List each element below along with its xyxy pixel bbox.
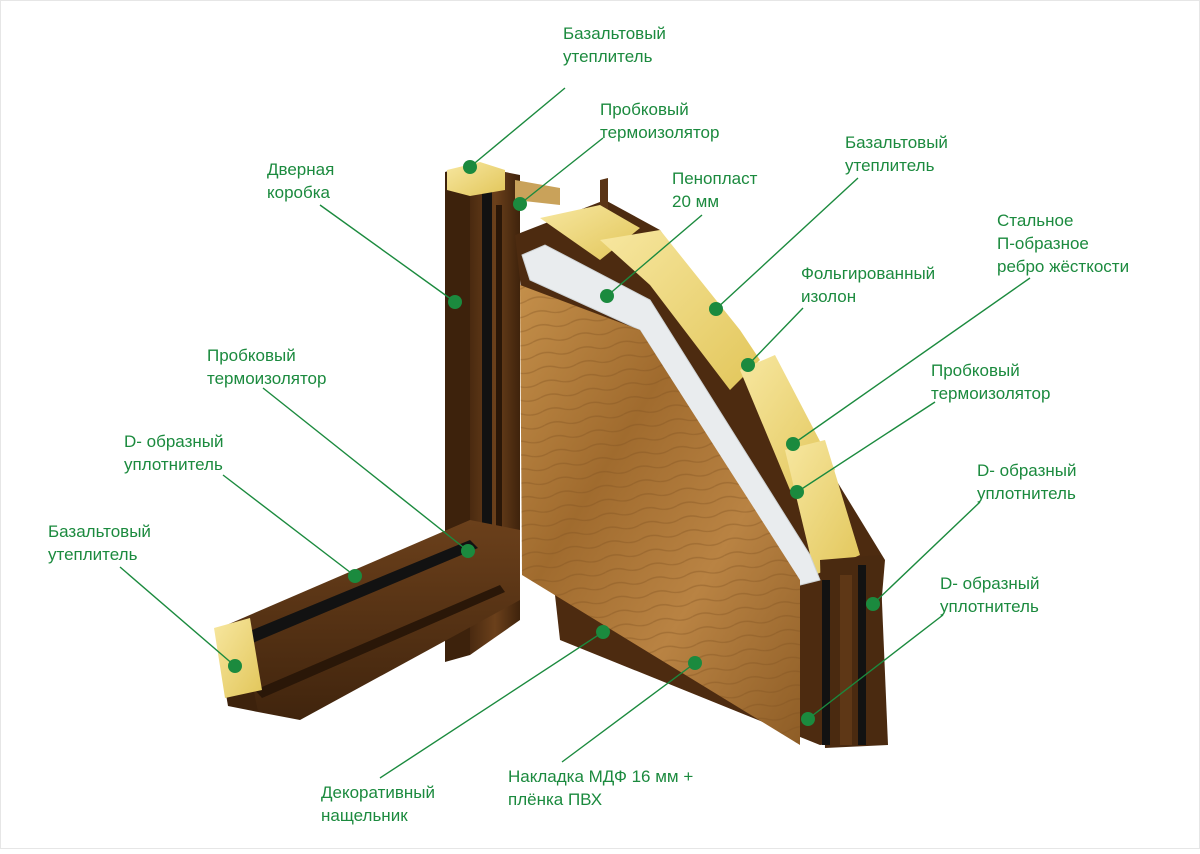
callout-label-foil-izolon: Фольгированный изолон	[801, 262, 935, 308]
callout-label-line: нащельник	[321, 806, 408, 825]
callout-label-line: термоизолятор	[600, 123, 720, 142]
leader-line-basalt-top	[469, 87, 566, 168]
callout-dot-d-seal-left	[348, 569, 362, 583]
callout-label-line: Базальтовый	[563, 24, 666, 43]
callout-label-line: Дверная	[267, 160, 335, 179]
frame-top-insulation	[447, 162, 505, 196]
callout-label-line: 20 мм	[672, 192, 720, 211]
callout-dot-trim	[596, 625, 610, 639]
callout-label-line: D- образный	[977, 461, 1077, 480]
callout-label-line: утеплитель	[48, 545, 138, 564]
callout-label-d-seal-left: D- образный уплотнитель	[124, 430, 223, 476]
callout-dot-steel-rib	[786, 437, 800, 451]
leader-line-door-frame	[319, 204, 456, 303]
callout-label-line: Накладка МДФ 16 мм +	[508, 767, 694, 786]
leaf-insulation-main	[600, 230, 760, 390]
callout-label-cork-right: Пробковый термоизолятор	[931, 359, 1050, 405]
callout-label-cork-left: Пробковый термоизолятор	[207, 344, 326, 390]
callout-dot-basalt-right	[709, 302, 723, 316]
callout-label-line: утеплитель	[845, 156, 935, 175]
leader-line-cork-top	[519, 137, 604, 205]
callout-label-line: плёнка ПВХ	[508, 790, 603, 809]
callout-label-line: уплотнитель	[124, 455, 223, 474]
callout-label-basalt-top: Базальтовый утеплитель	[563, 22, 666, 68]
callout-label-d-seal-right-2: D- образный уплотнитель	[940, 572, 1039, 618]
callout-label-line: термоизолятор	[931, 384, 1051, 403]
callout-label-trim: Декоративный нащельник	[321, 781, 435, 827]
callout-label-line: Декоративный	[321, 783, 436, 802]
leader-line-d-seal-right-2	[807, 614, 944, 720]
callout-label-line: П-образное	[997, 234, 1089, 253]
callout-label-line: ребро жёсткости	[997, 257, 1130, 276]
callout-label-line: коробка	[267, 183, 330, 202]
callout-label-line: Пенопласт	[672, 169, 758, 188]
callout-label-line: утеплитель	[563, 47, 653, 66]
callout-label-foam: Пенопласт 20 мм	[672, 167, 757, 213]
callout-label-line: Пробковый	[931, 361, 1020, 380]
callout-label-line: термоизолятор	[207, 369, 327, 388]
leader-line-trim	[379, 631, 604, 779]
callout-label-d-seal-right-1: D- образный уплотнитель	[977, 459, 1076, 505]
leader-line-steel-rib	[792, 277, 1031, 445]
callout-dot-cork-left	[461, 544, 475, 558]
mdf-grain	[520, 285, 800, 745]
foam-layer	[521, 244, 821, 586]
callout-label-cork-top: Пробковый термоизолятор	[600, 98, 719, 144]
leader-line-basalt-right	[715, 177, 859, 310]
callout-label-basalt-right: Базальтовый утеплитель	[845, 131, 948, 177]
callout-label-line: D- образный	[124, 432, 224, 451]
leader-line-foam	[606, 214, 703, 297]
leader-line-mdf	[561, 662, 696, 763]
callout-label-line: D- образный	[940, 574, 1040, 593]
callout-label-line: Фольгированный	[801, 264, 936, 283]
callout-label-line: уплотнитель	[977, 484, 1076, 503]
callout-label-door-frame: Дверная коробка	[267, 158, 334, 204]
callout-dot-foil-izolon	[741, 358, 755, 372]
leader-line-foil-izolon	[747, 307, 804, 366]
callout-label-line: изолон	[801, 287, 857, 306]
leader-line-cork-left	[262, 387, 469, 552]
callout-label-line: Базальтовый	[48, 522, 151, 541]
door-frame-sill	[215, 520, 520, 720]
callout-dot-foam	[600, 289, 614, 303]
callout-label-line: Базальтовый	[845, 133, 948, 152]
callout-dot-basalt-top	[463, 160, 477, 174]
callout-dot-door-frame	[448, 295, 462, 309]
callout-dot-mdf	[688, 656, 702, 670]
leaf-insulation-bottom	[785, 440, 860, 575]
callout-label-line: Пробковый	[207, 346, 296, 365]
callout-label-basalt-left: Базальтовый утеплитель	[48, 520, 151, 566]
callout-dot-cork-right	[790, 485, 804, 499]
sill-insulation	[214, 618, 262, 698]
callout-dot-basalt-left	[228, 659, 242, 673]
leader-line-cork-right	[796, 401, 936, 493]
callout-label-line: Стальное	[997, 211, 1074, 230]
leader-line-d-seal-right-1	[872, 501, 981, 605]
leader-line-basalt-left	[119, 566, 236, 667]
callout-label-mdf: Накладка МДФ 16 мм + плёнка ПВХ	[508, 765, 693, 811]
callout-dot-d-seal-right-1	[866, 597, 880, 611]
callout-dot-cork-top	[513, 197, 527, 211]
leader-line-d-seal-left	[222, 474, 356, 577]
callout-dot-d-seal-right-2	[801, 712, 815, 726]
callout-label-line: Пробковый	[600, 100, 689, 119]
callout-label-line: уплотнитель	[940, 597, 1039, 616]
